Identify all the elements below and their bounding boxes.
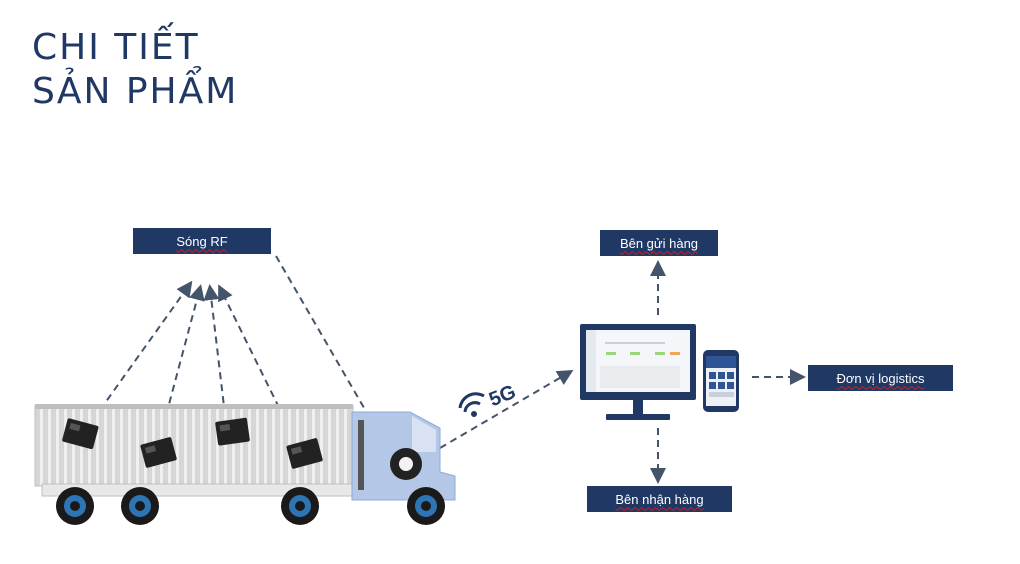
phone-icon: [703, 350, 739, 412]
truck-wheels: [56, 487, 445, 525]
arrow-rf-to-cab: [275, 255, 381, 436]
tracker-device-icon: [62, 417, 323, 469]
rf-wave-label: Sóng RF: [133, 228, 271, 254]
sender-text: Bên gửi hàng: [619, 235, 699, 251]
gateway-device-icon: [390, 448, 422, 480]
rf-wave-text: Sóng RF: [176, 233, 228, 249]
logistics-text: Đơn vị logistics: [836, 370, 925, 386]
receiver-label: Bên nhận hàng: [587, 486, 732, 512]
network-5g-label: 5G: [486, 381, 519, 411]
monitor-icon: [580, 324, 696, 420]
arrow-5g: [439, 369, 574, 449]
sender-label: Bên gửi hàng: [600, 230, 718, 256]
arrow-rf-1: [99, 280, 193, 411]
arrow-rf-3: [203, 284, 226, 416]
title-line-2: SẢN PHẨM: [32, 71, 239, 112]
receiver-text: Bên nhận hàng: [615, 491, 704, 507]
wifi-icon: [458, 392, 485, 417]
page-title: CHI TIẾT SẢN PHẨM: [32, 26, 238, 114]
cab-window: [412, 416, 436, 452]
logistics-label: Đơn vị logistics: [808, 365, 953, 391]
title-line-1: CHI TIẾT: [32, 27, 200, 68]
truck-icon: [34, 404, 456, 525]
